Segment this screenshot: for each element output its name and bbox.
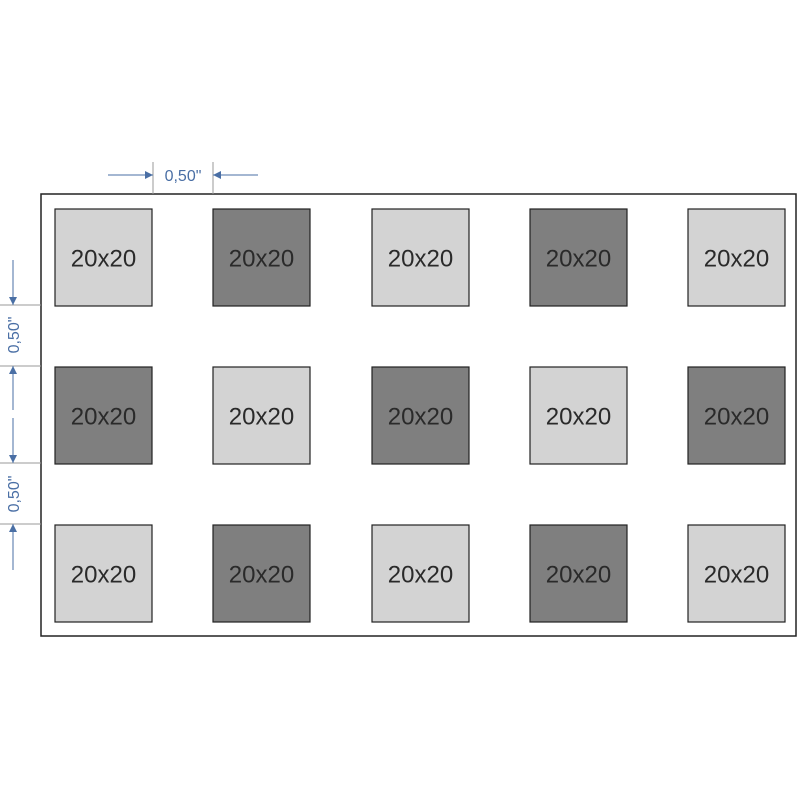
- tile: 20x20: [687, 524, 786, 623]
- tile-square: [212, 524, 311, 623]
- tile-label: 20x20: [704, 404, 769, 431]
- tile: 20x20: [529, 208, 628, 307]
- tile-label: 20x20: [229, 404, 294, 431]
- tile: 20x20: [687, 208, 786, 307]
- tile: 20x20: [371, 524, 470, 623]
- vertical-gap-dimension-2: 0,50": [0, 418, 41, 570]
- tile-square: [529, 208, 628, 307]
- tile-square: [371, 524, 470, 623]
- tile: 20x20: [54, 524, 153, 623]
- tile-square: [687, 524, 786, 623]
- tile-label: 20x20: [71, 246, 136, 273]
- tile-square: [529, 524, 628, 623]
- tile: 20x20: [54, 208, 153, 307]
- tile-square: [371, 208, 470, 307]
- tile: 20x20: [54, 366, 153, 465]
- tile-label: 20x20: [546, 562, 611, 589]
- tile-grid: 20x20 20x20 20x20 20x20 20x20 20x20 20x20 20x20…: [54, 208, 786, 623]
- tile-square: [687, 208, 786, 307]
- tile-label: 20x20: [546, 246, 611, 273]
- tile-square: [212, 208, 311, 307]
- tile: 20x20: [529, 366, 628, 465]
- tile-label: 20x20: [388, 562, 453, 589]
- horizontal-gap-dimension: 0,50": [108, 162, 258, 194]
- tile: 20x20: [371, 208, 470, 307]
- tile: 20x20: [212, 366, 311, 465]
- vertical-gap-dimension-1: 0,50": [0, 260, 41, 410]
- tile-label: 20x20: [71, 404, 136, 431]
- tile-label: 20x20: [229, 562, 294, 589]
- tile: 20x20: [687, 366, 786, 465]
- tile-label: 20x20: [388, 246, 453, 273]
- tile-square: [687, 366, 786, 465]
- tile-square: [54, 208, 153, 307]
- tile-square: [212, 366, 311, 465]
- tile: 20x20: [529, 524, 628, 623]
- vertical-gap-label-1: 0,50": [6, 317, 23, 354]
- tile-square: [54, 366, 153, 465]
- tile: 20x20: [212, 524, 311, 623]
- tile-label: 20x20: [229, 246, 294, 273]
- horizontal-gap-label: 0,50": [165, 168, 202, 185]
- tile-label: 20x20: [546, 404, 611, 431]
- tile-label: 20x20: [388, 404, 453, 431]
- tile-label: 20x20: [704, 246, 769, 273]
- tile-label: 20x20: [71, 562, 136, 589]
- tile-square: [529, 366, 628, 465]
- tile-square: [371, 366, 470, 465]
- tile: 20x20: [212, 208, 311, 307]
- tile-square: [54, 524, 153, 623]
- tile: 20x20: [371, 366, 470, 465]
- tile-label: 20x20: [704, 562, 769, 589]
- vertical-gap-label-2: 0,50": [6, 476, 23, 513]
